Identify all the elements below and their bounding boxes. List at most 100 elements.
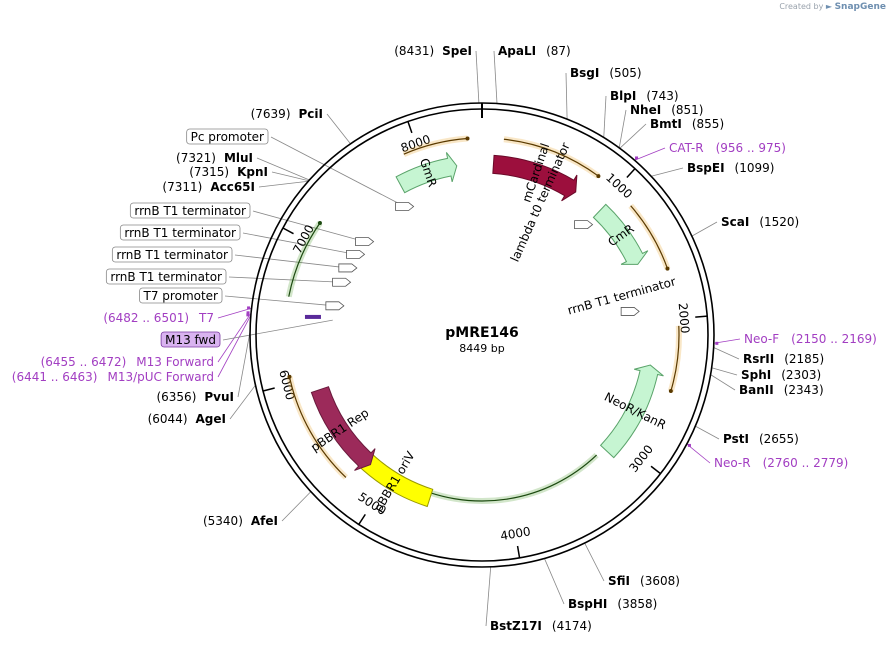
boxed-label-frame-4: [105, 268, 227, 285]
leader-NheI: [618, 109, 627, 148]
boxed-label-5: T7 promoter: [143, 289, 219, 303]
orf-arrowhead-2: [668, 389, 673, 394]
site-labels: ApaLI(87)BsgI(505)BlpI(743)NheI(851)BmtI…: [12, 44, 877, 633]
boxed-label-1: rrnB T1 terminator: [134, 204, 246, 218]
snapgene-logo-icon: ►: [825, 2, 833, 11]
site-sfii: SfiI: [608, 574, 630, 588]
site-coord-acc65i: (7311): [162, 180, 202, 194]
tick-label-1000: 1000: [603, 170, 635, 201]
site-agei: AgeI: [196, 412, 226, 426]
orf-arrowhead-0: [596, 174, 601, 179]
terminator-glyph-6: [574, 220, 594, 230]
site-sphi: SphI: [741, 368, 771, 382]
feature-mcardinal: [492, 154, 578, 202]
label-leader-lines: [217, 50, 741, 627]
primer-2: Neo-R: [714, 456, 751, 470]
primer-leader-5: [217, 314, 252, 378]
site-coord-bspei: (1099): [735, 161, 775, 175]
primer-mark-2: [687, 443, 691, 447]
leader-AfeI: [281, 491, 312, 522]
center-label: pMRE146 8449 bp: [445, 325, 519, 355]
leader-Acc65I: [258, 180, 309, 188]
tick-label-2000: 2000: [676, 302, 693, 334]
site-coord-bstz17i: (4174): [552, 619, 592, 633]
boxed-label-frame-6: [160, 331, 221, 348]
snapgene-credit: Created by ► SnapGene: [779, 2, 886, 12]
leader-SphI: [711, 367, 738, 376]
tick-3000: [650, 465, 661, 475]
leader-PstI: [695, 425, 720, 440]
primer-leader-3: [217, 307, 252, 319]
primer-coord-1: (2150 .. 2169): [791, 332, 877, 346]
tick-label-3000: 3000: [626, 442, 656, 475]
feature-cmr: [592, 203, 649, 265]
tick-2000: [695, 315, 708, 318]
primer-4: M13 Forward: [136, 355, 214, 369]
site-bsphi: BspHI: [568, 597, 607, 611]
orf-arrowhead-6: [287, 374, 292, 379]
site-coord-rsrii: (2185): [784, 352, 824, 366]
orf-arrowhead-8: [465, 136, 470, 141]
primer-mark-4: [246, 311, 250, 315]
primer-leader-2: [686, 443, 711, 464]
leader-BmtI: [619, 123, 647, 149]
tick-7000: [282, 227, 294, 235]
site-bsgi: BsgI: [570, 66, 599, 80]
site-apali: ApaLI: [498, 44, 536, 58]
orf-arc-6: [288, 376, 347, 478]
primer-mark-0: [635, 156, 639, 160]
site-coord-nhei: (851): [671, 103, 703, 117]
site-coord-bsgi: (505): [609, 66, 641, 80]
site-coord-scai: (1520): [759, 215, 799, 229]
tick-6000: [262, 387, 275, 392]
boxed-label-6: M13 fwd: [165, 333, 216, 347]
leader-KpnI: [271, 171, 309, 182]
feature-gmr: [395, 152, 458, 194]
boxed-label-3: rrnB T1 terminator: [116, 248, 228, 262]
primer-coord-5: (6441 .. 6463): [12, 370, 98, 384]
site-scai: ScaI: [721, 215, 749, 229]
credit-brand: SnapGene: [834, 2, 886, 12]
primer-coord-4: (6455 .. 6472): [41, 355, 127, 369]
primer-mark-5: [246, 313, 250, 317]
boxed-label-frame-3: [111, 246, 233, 263]
terminator-glyph-7: [620, 307, 640, 316]
leader-BstZ17I: [485, 566, 492, 627]
m13-fwd-bar: [304, 314, 321, 319]
site-coord-bsphi: (3858): [617, 597, 657, 611]
site-nhei: NheI: [630, 103, 661, 117]
site-coord-bmti: (855): [692, 117, 724, 131]
site-coord-sphi: (2303): [781, 368, 821, 382]
site-coord-blpi: (743): [646, 89, 678, 103]
leader-AgeI: [229, 384, 256, 420]
leader-BspEI: [651, 167, 684, 177]
site-acc65i: Acc65I: [210, 180, 255, 194]
orf-arc-7: [288, 222, 321, 297]
leader-BanII: [710, 374, 736, 391]
site-kpni: KpnI: [237, 165, 268, 179]
leader-RsrII: [713, 347, 740, 360]
small-features: [304, 202, 640, 319]
primer-coord-0: (956 .. 975): [716, 141, 786, 155]
site-bspei: BspEI: [687, 161, 725, 175]
primer-0: CAT-R: [669, 141, 704, 155]
orf-arc-4: [407, 454, 598, 502]
leader-BsgI: [565, 72, 568, 120]
plasmid-name: pMRE146: [445, 325, 519, 341]
boxed-label-frame-0: [186, 128, 269, 145]
orf-arc-8: [403, 137, 468, 155]
boxed-label-2: rrnB T1 terminator: [124, 226, 236, 240]
feature-pbbr1-rep: [310, 386, 376, 471]
primer-5: M13/pUC Forward: [107, 370, 214, 384]
site-coord-banii: (2343): [784, 383, 824, 397]
terminator-glyph-3: [338, 263, 358, 273]
primer-1: Neo-F: [744, 332, 779, 346]
site-coord-pcii: (7639): [251, 107, 291, 121]
primer-3: T7: [198, 311, 214, 325]
orf-arrowhead-1: [665, 266, 670, 271]
primer-coord-2: (2760 .. 2779): [763, 456, 849, 470]
site-banii: BanII: [739, 383, 774, 397]
feature-neor-kanr: [599, 364, 664, 459]
box-leader-5: [224, 295, 335, 307]
